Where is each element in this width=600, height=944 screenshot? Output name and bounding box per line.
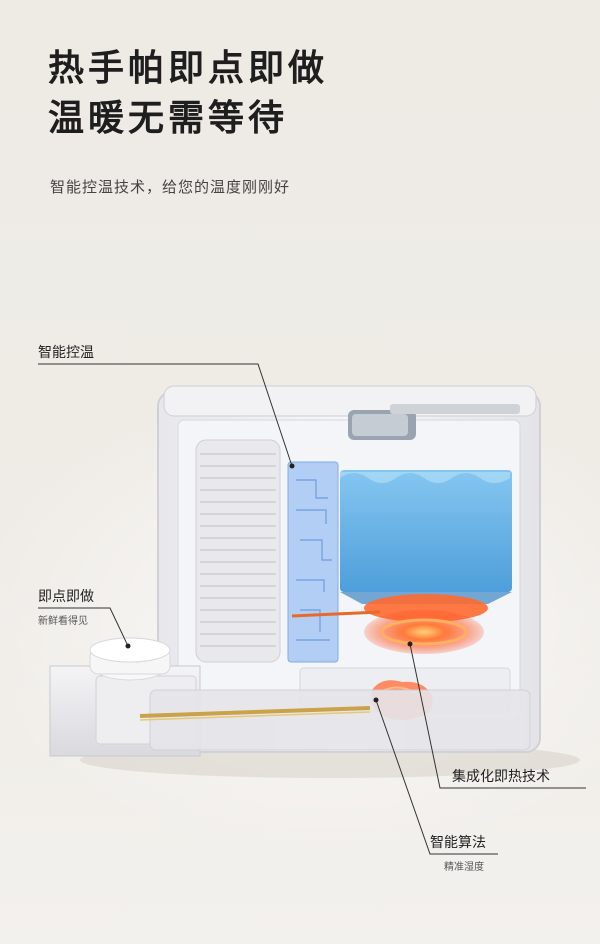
callout-temp-control-label: 智能控温 — [38, 345, 94, 361]
water-tank — [340, 470, 512, 592]
heater-coil — [380, 618, 468, 646]
callout-algorithm-sub: 精准湿度 — [444, 862, 484, 873]
headline-line-2: 温暖无需等待 — [48, 98, 289, 139]
leader-temp-control — [38, 363, 293, 467]
callout-dots — [125, 463, 413, 703]
subtitle: 智能控温技术，给您的温度刚刚好 — [50, 178, 291, 196]
headline: 热手帕即点即做 温暖无需等待 — [48, 44, 328, 144]
leader-algorithm — [375, 699, 498, 855]
drive-shaft — [139, 706, 371, 718]
callout-algorithm-label: 智能算法 — [430, 835, 486, 851]
callout-instant-label: 即点即做 — [38, 589, 94, 605]
water-surface — [340, 472, 510, 483]
leader-heating — [409, 643, 586, 789]
sensor-circuit-lines — [296, 479, 332, 641]
heater-glow — [364, 610, 484, 654]
callout-heating-label: 集成化即热技术 — [452, 769, 550, 785]
heater-pipe — [291, 610, 381, 618]
leader-instant — [38, 607, 129, 647]
callout-lines — [38, 363, 586, 855]
towel-roll-rings — [200, 453, 276, 647]
headline-line-1: 热手帕即点即做 — [48, 48, 329, 89]
callout-instant-sub: 新鲜看得见 — [38, 616, 88, 627]
temperature-sensor-board — [287, 461, 339, 663]
base-rail — [149, 689, 531, 751]
